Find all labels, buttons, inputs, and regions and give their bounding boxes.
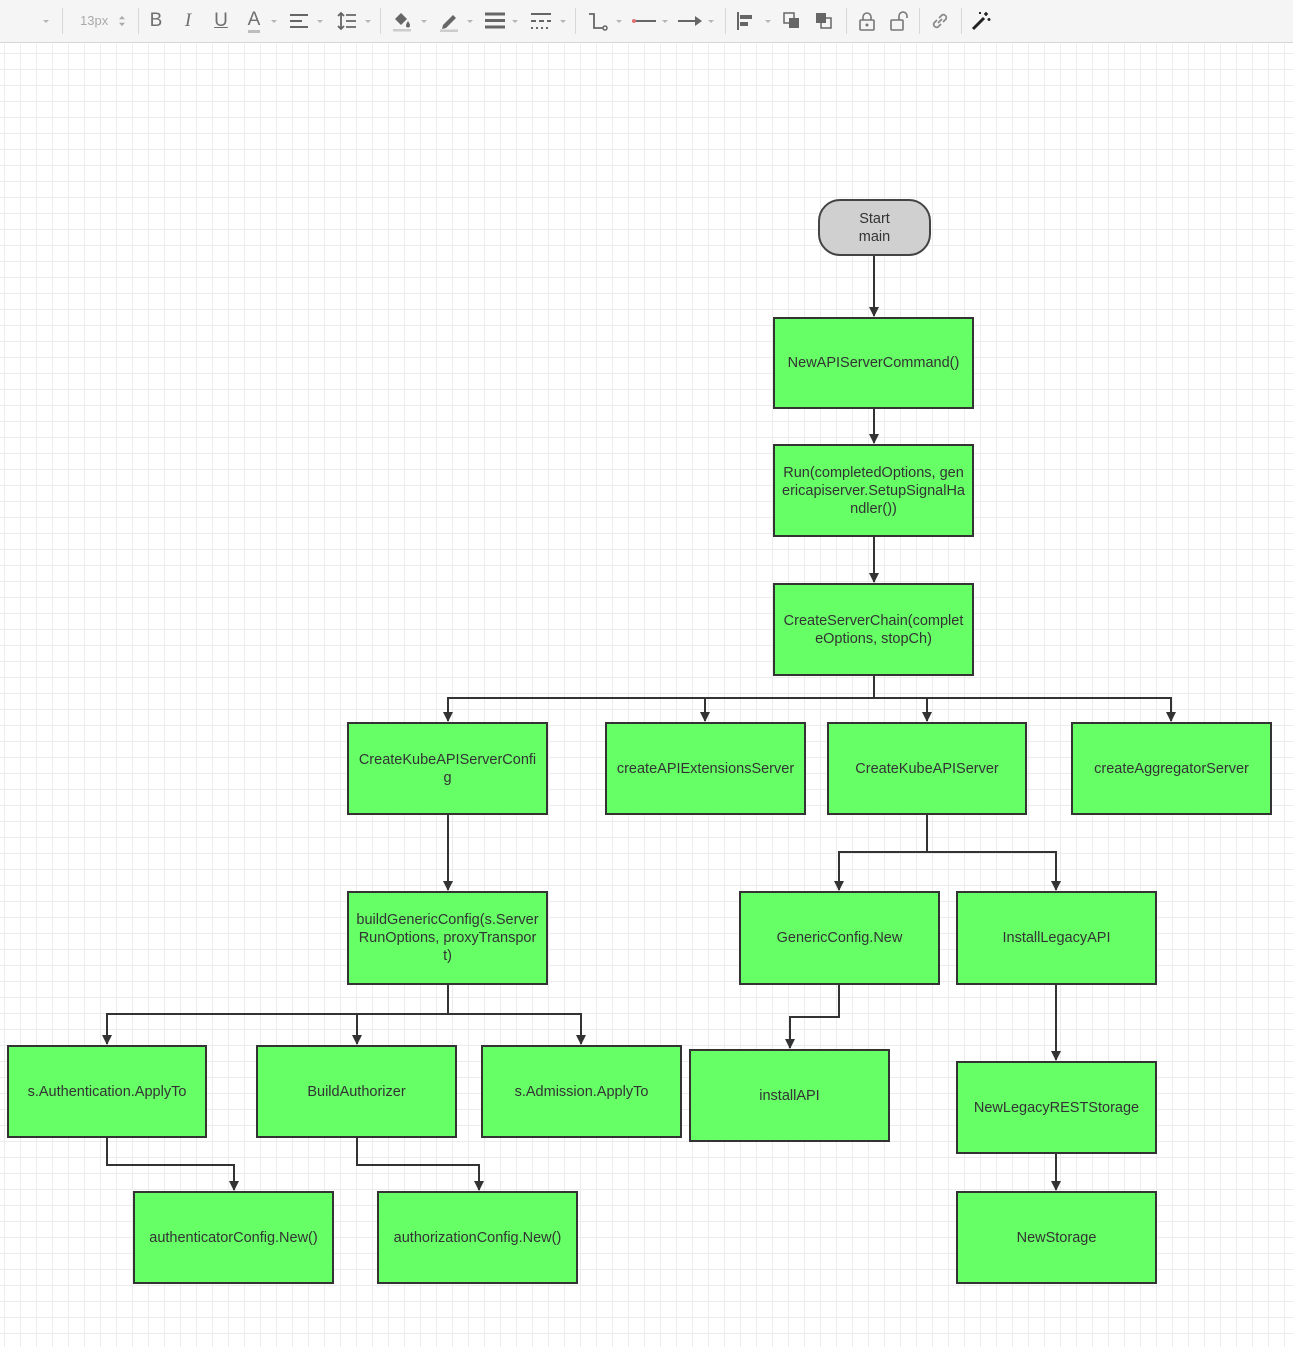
align-button[interactable] (288, 6, 310, 36)
s-authentication-apply-to-node[interactable]: s.Authentication.ApplyTo (7, 1045, 207, 1138)
toolbar-divider (961, 8, 962, 34)
run-node[interactable]: Run(completedOptions, genericapiserver.S… (773, 444, 974, 537)
font-color-icon: A (247, 9, 261, 33)
line-width-button[interactable] (483, 6, 507, 36)
create-kube-api-server-node[interactable]: CreateKubeAPIServer (827, 722, 1027, 815)
install-legacy-api-node[interactable]: InstallLegacyAPI (956, 891, 1157, 985)
magic-wand-button[interactable] (969, 6, 993, 36)
chevron-down-icon[interactable] (616, 20, 622, 23)
chevron-down-icon[interactable] (560, 20, 566, 23)
line-width-icon (485, 12, 505, 29)
chevron-down-icon[interactable] (662, 20, 668, 23)
edge-authz-to-authorization[interactable] (356, 1137, 484, 1191)
lock-icon (859, 12, 875, 31)
fill-color-icon (393, 13, 411, 32)
build-generic-config-node[interactable]: buildGenericConfig(s.ServerRunOptions, p… (347, 891, 548, 985)
align-shapes-button[interactable] (735, 6, 757, 36)
chevron-down-icon[interactable] (365, 20, 371, 23)
chevron-down-icon[interactable] (43, 20, 49, 23)
s-admission-apply-to-node[interactable]: s.Admission.ApplyTo (481, 1045, 682, 1138)
edge-kube-server-to-legacy-api[interactable] (927, 851, 1061, 891)
bold-button[interactable]: B (145, 6, 167, 36)
unlock-icon (890, 11, 908, 31)
edge-chain-to-extensions[interactable] (700, 697, 874, 722)
edge-build-generic-to-authz[interactable] (352, 1013, 448, 1045)
edge-build-generic-to-admission[interactable] (448, 1013, 586, 1045)
font-size-input[interactable]: 13px (72, 11, 128, 31)
chevron-down-icon[interactable] (271, 20, 277, 23)
chevron-down-icon[interactable] (765, 20, 771, 23)
fill-color-button[interactable] (390, 6, 414, 36)
generic-config-new-node[interactable]: GenericConfig.New (739, 891, 940, 985)
line-end-icon (678, 16, 702, 26)
line-end-button[interactable] (676, 6, 704, 36)
line-style-icon (531, 13, 551, 29)
new-legacy-rest-storage-node[interactable]: NewLegacyRESTStorage (956, 1061, 1157, 1154)
create-aggregator-server-node[interactable]: createAggregatorServer (1071, 722, 1272, 815)
diagram-canvas[interactable]: Start main NewAPIServerCommand() Run(com… (0, 44, 1293, 1347)
create-api-extensions-server-node[interactable]: createAPIExtensionsServer (605, 722, 806, 815)
new-storage-node[interactable]: NewStorage (956, 1191, 1157, 1284)
connector-layer (102, 256, 1176, 1191)
format-toolbar: 13px B I U A (0, 0, 1293, 43)
font-size-value: 13px (80, 13, 109, 28)
edge-chain-to-config[interactable] (443, 675, 875, 722)
toolbar-divider (62, 8, 63, 34)
toolbar-divider (846, 8, 847, 34)
chevron-down-icon[interactable] (317, 20, 323, 23)
line-color-icon (440, 15, 458, 32)
toolbar-divider (575, 8, 576, 34)
line-start-button[interactable] (630, 6, 658, 36)
chevron-down-icon[interactable] (421, 20, 427, 23)
edge-chain-to-kube-server[interactable] (874, 697, 932, 722)
stepper-icon[interactable] (119, 14, 125, 28)
align-icon (290, 14, 308, 28)
spacing-button[interactable] (336, 6, 358, 36)
edge-authn-to-authenticator[interactable] (106, 1137, 239, 1191)
toolbar-divider (919, 8, 920, 34)
create-kube-api-server-config-node[interactable]: CreateKubeAPIServerConfig (347, 722, 548, 815)
send-to-back-button[interactable] (813, 6, 835, 36)
connector-style-icon (589, 13, 608, 31)
new-api-server-command-node[interactable]: NewAPIServerCommand() (773, 317, 974, 409)
toolbar-divider (138, 8, 139, 34)
magic-wand-icon (971, 12, 991, 31)
chevron-down-icon[interactable] (708, 20, 714, 23)
toolbar-divider (725, 8, 726, 34)
toolbar-divider (380, 8, 381, 34)
edge-build-generic-to-authn[interactable] (102, 984, 449, 1045)
send-to-back-icon (816, 13, 832, 29)
chevron-down-icon[interactable] (512, 20, 518, 23)
italic-button[interactable]: I (177, 6, 199, 36)
connector-style-button[interactable] (586, 6, 610, 36)
edge-kube-server-to-generic-new[interactable] (834, 814, 928, 891)
unlock-button[interactable] (888, 6, 910, 36)
font-color-button[interactable]: A (243, 6, 265, 36)
create-server-chain-node[interactable]: CreateServerChain(completeOptions, stopC… (773, 583, 974, 676)
bring-to-front-button[interactable] (781, 6, 803, 36)
link-button[interactable] (929, 6, 951, 36)
bring-to-front-icon (783, 12, 799, 28)
link-icon (932, 13, 948, 29)
edge-generic-new-to-install-api[interactable] (785, 984, 840, 1049)
spacing-icon (337, 12, 356, 30)
lock-button[interactable] (856, 6, 878, 36)
line-start-icon (632, 19, 656, 23)
build-authorizer-node[interactable]: BuildAuthorizer (256, 1045, 457, 1138)
align-shapes-icon (737, 12, 752, 30)
bold-icon: B (149, 10, 163, 31)
underline-button[interactable]: U (210, 6, 232, 36)
chevron-down-icon[interactable] (467, 20, 473, 23)
authorization-config-new-node[interactable]: authorizationConfig.New() (377, 1191, 578, 1284)
install-api-node[interactable]: installAPI (689, 1049, 890, 1142)
line-color-button[interactable] (437, 6, 461, 36)
line-style-button[interactable] (529, 6, 553, 36)
authenticator-config-new-node[interactable]: authenticatorConfig.New() (133, 1191, 334, 1284)
underline-icon: U (214, 10, 228, 31)
italic-icon: I (184, 10, 192, 31)
edge-chain-to-aggregator[interactable] (927, 697, 1176, 722)
start-node[interactable]: Start main (818, 199, 931, 256)
